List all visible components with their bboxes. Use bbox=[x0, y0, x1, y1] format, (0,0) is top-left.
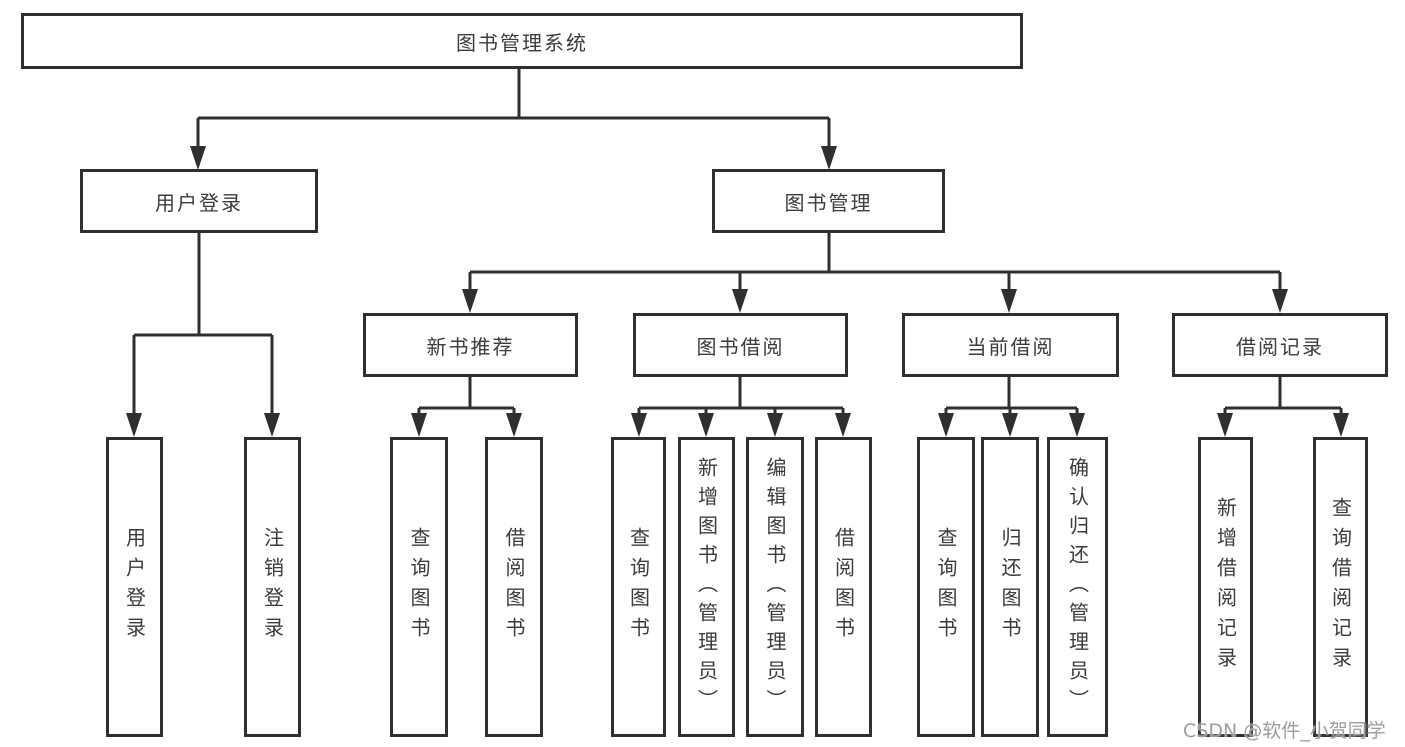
node-leaf-query-books-2: 查询图书 bbox=[611, 437, 666, 737]
node-root: 图书管理系统 bbox=[21, 13, 1023, 69]
node-leaf-edit-books-admin: 编辑图书（管理员） bbox=[746, 437, 804, 737]
node-leaf-user-login: 用户登录 bbox=[106, 437, 163, 737]
node-leaf-return-books: 归还图书 bbox=[981, 437, 1039, 737]
node-leaf-borrow-books-1: 借阅图书 bbox=[485, 437, 543, 737]
node-leaf-query-borrow-record: 查询借阅记录 bbox=[1313, 437, 1368, 737]
node-new-book-recommend: 新书推荐 bbox=[363, 313, 578, 377]
csdn-watermark: CSDN @软件_小贺同学 bbox=[1183, 720, 1386, 742]
node-leaf-add-borrow-record: 新增借阅记录 bbox=[1198, 437, 1253, 737]
node-leaf-logout: 注销登录 bbox=[244, 437, 301, 737]
arrowheads bbox=[126, 146, 1349, 437]
node-leaf-add-books-admin: 新增图书（管理员） bbox=[678, 437, 735, 737]
node-leaf-borrow-books-2: 借阅图书 bbox=[815, 437, 872, 737]
node-borrow-record: 借阅记录 bbox=[1172, 313, 1388, 377]
node-current-borrow: 当前借阅 bbox=[902, 313, 1119, 377]
node-book-management: 图书管理 bbox=[712, 169, 945, 233]
node-leaf-query-books-3: 查询图书 bbox=[917, 437, 975, 737]
node-book-borrow: 图书借阅 bbox=[633, 313, 848, 377]
node-user-login: 用户登录 bbox=[80, 169, 318, 233]
node-leaf-confirm-return-admin: 确认归还（管理员） bbox=[1047, 437, 1108, 737]
node-leaf-query-books-1: 查询图书 bbox=[390, 437, 448, 737]
